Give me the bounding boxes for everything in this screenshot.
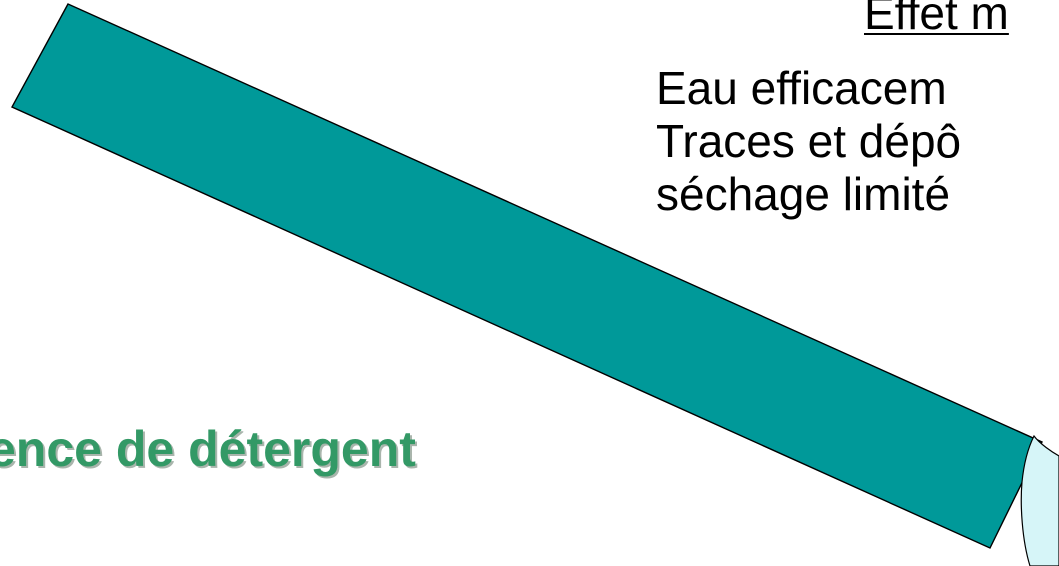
water-droplet	[1020, 434, 1059, 566]
tilted-surface-bar	[11, 3, 1043, 549]
effect-line-drying: séchage limité	[656, 168, 951, 220]
effect-line-water: Eau efficacem	[656, 62, 947, 114]
detergent-label: ence de détergent	[0, 421, 416, 477]
effect-title: Effet m	[864, 0, 1009, 39]
effect-line-traces: Traces et dépô	[656, 115, 962, 167]
